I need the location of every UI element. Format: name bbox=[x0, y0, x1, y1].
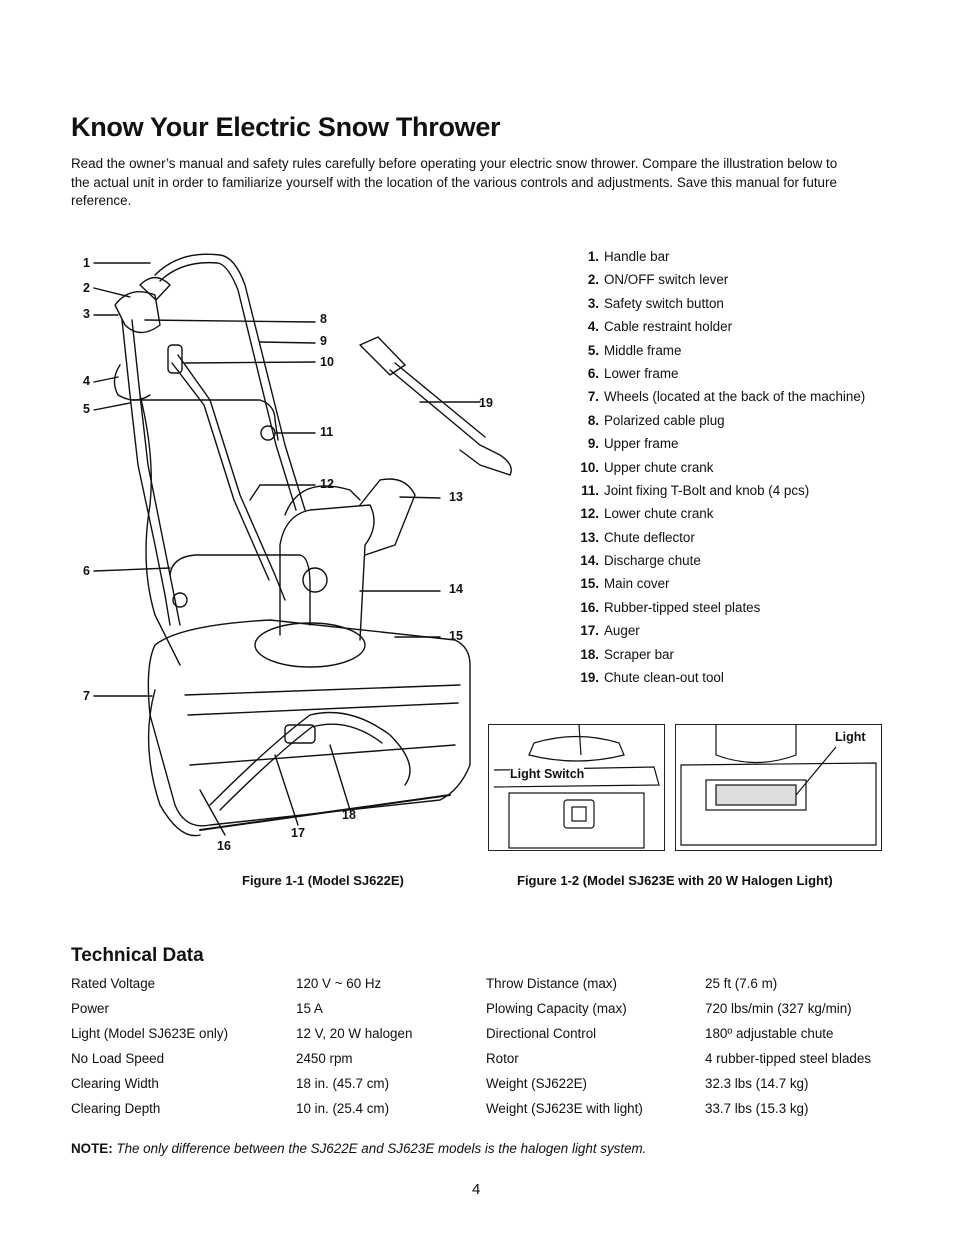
list-item: 7.Wheels (located at the back of the mac… bbox=[587, 389, 866, 405]
tech-values-left: 120 V ~ 60 Hz 15 A 12 V, 20 W halogen 24… bbox=[296, 975, 412, 1125]
light-switch-label: Light Switch bbox=[510, 767, 585, 781]
table-row: Light (Model SJ623E only) bbox=[71, 1026, 229, 1041]
table-row: 720 lbs/min (327 kg/min) bbox=[705, 1001, 852, 1016]
table-row: 10 in. (25.4 cm) bbox=[296, 1101, 390, 1116]
tech-values-right: 25 ft (7.6 m) 720 lbs/min (327 kg/min) 1… bbox=[705, 975, 871, 1125]
list-item: 1.Handle bar bbox=[587, 249, 670, 264]
callout-15: 15 bbox=[449, 629, 463, 643]
table-row: No Load Speed bbox=[71, 1051, 165, 1066]
callout-4: 4 bbox=[83, 374, 90, 388]
list-item: 8.Polarized cable plug bbox=[587, 412, 725, 428]
table-row: 18 in. (45.7 cm) bbox=[296, 1076, 390, 1091]
callout-8: 8 bbox=[320, 312, 327, 326]
callout-7: 7 bbox=[83, 689, 90, 703]
callout-13: 13 bbox=[449, 490, 463, 504]
callout-16: 16 bbox=[217, 839, 231, 853]
figure-2-caption: Figure 1-2 (Model SJ623E with 20 W Halog… bbox=[517, 873, 833, 888]
table-row: Clearing Depth bbox=[71, 1101, 161, 1116]
callout-1: 1 bbox=[83, 256, 90, 270]
callout-9: 9 bbox=[320, 334, 327, 348]
snow-thrower-illustration bbox=[93, 253, 512, 837]
table-row: 15 A bbox=[296, 1001, 323, 1016]
callout-10: 10 bbox=[320, 355, 334, 369]
table-row: Rated Voltage bbox=[71, 976, 156, 991]
light-figure: Light bbox=[675, 724, 882, 851]
callout-12: 12 bbox=[320, 477, 334, 491]
parts-list: 1.Handle bar 2.ON/OFF switch lever 3.Saf… bbox=[560, 248, 865, 692]
list-item: 3.Safety switch button bbox=[587, 295, 724, 311]
table-row: Directional Control bbox=[486, 1026, 597, 1041]
handle-bar-shape bbox=[154, 253, 306, 511]
callout-2: 2 bbox=[83, 281, 90, 295]
table-row: 25 ft (7.6 m) bbox=[705, 976, 778, 991]
callout-14: 14 bbox=[449, 582, 463, 596]
table-row: 12 V, 20 W halogen bbox=[296, 1026, 413, 1041]
list-item: 12.Lower chute crank bbox=[580, 506, 714, 522]
table-row: Weight (SJ622E) bbox=[486, 1076, 587, 1091]
note-text: The only difference between the SJ622E a… bbox=[116, 1141, 647, 1156]
page-title: Know Your Electric Snow Thrower bbox=[71, 112, 501, 142]
callout-11: 11 bbox=[320, 425, 334, 439]
technical-data-heading: Technical Data bbox=[71, 945, 204, 966]
note: NOTE: The only difference between the SJ… bbox=[71, 1141, 646, 1156]
list-item: 9.Upper frame bbox=[587, 436, 679, 452]
table-row: 4 rubber-tipped steel blades bbox=[705, 1051, 872, 1066]
table-row: Weight (SJ623E with light) bbox=[486, 1101, 643, 1116]
list-item: 4.Cable restraint holder bbox=[587, 319, 733, 335]
list-item: 15.Main cover bbox=[580, 576, 670, 592]
table-row: 180º adjustable chute bbox=[705, 1026, 834, 1041]
table-row: Plowing Capacity (max) bbox=[486, 1001, 627, 1016]
light-label: Light bbox=[835, 730, 866, 744]
tech-labels-right: Throw Distance (max) Plowing Capacity (m… bbox=[486, 975, 643, 1125]
list-item: 19.Chute clean-out tool bbox=[580, 670, 724, 686]
callout-17: 17 bbox=[291, 826, 305, 840]
table-row: 32.3 lbs (14.7 kg) bbox=[705, 1076, 809, 1091]
list-item: 2.ON/OFF switch lever bbox=[587, 272, 729, 288]
note-label: NOTE: bbox=[71, 1141, 113, 1156]
table-row: Rotor bbox=[486, 1051, 519, 1066]
table-row: 2450 rpm bbox=[296, 1051, 353, 1066]
list-item: 5.Middle frame bbox=[587, 342, 682, 358]
intro-paragraph: Read the owner’s manual and safety rules… bbox=[71, 156, 838, 208]
callout-18: 18 bbox=[342, 808, 356, 822]
list-item: 18.Scraper bar bbox=[580, 646, 674, 662]
list-item: 13.Chute deflector bbox=[580, 529, 695, 545]
callout-6: 6 bbox=[83, 564, 90, 578]
table-row: Throw Distance (max) bbox=[486, 976, 617, 991]
figure-1-caption: Figure 1-1 (Model SJ622E) bbox=[242, 873, 404, 888]
list-item: 17.Auger bbox=[580, 623, 640, 639]
callout-5: 5 bbox=[83, 402, 90, 416]
list-item: 11.Joint fixing T-Bolt and knob (4 pcs) bbox=[581, 482, 810, 498]
table-row: Clearing Width bbox=[71, 1076, 159, 1091]
callout-3: 3 bbox=[83, 307, 90, 321]
list-item: 16.Rubber-tipped steel plates bbox=[580, 599, 761, 615]
table-row: 33.7 lbs (15.3 kg) bbox=[705, 1101, 809, 1116]
tech-labels-left: Rated Voltage Power Light (Model SJ623E … bbox=[71, 975, 228, 1125]
list-item: 10.Upper chute crank bbox=[580, 459, 714, 475]
callout-19: 19 bbox=[479, 396, 493, 410]
table-row: 120 V ~ 60 Hz bbox=[296, 976, 382, 991]
list-item: 6.Lower frame bbox=[587, 365, 679, 381]
page-number: 4 bbox=[472, 1181, 481, 1198]
list-item: 14.Discharge chute bbox=[580, 553, 701, 569]
table-row: Power bbox=[71, 1001, 109, 1016]
light-switch-figure: Light Switch bbox=[488, 724, 665, 851]
